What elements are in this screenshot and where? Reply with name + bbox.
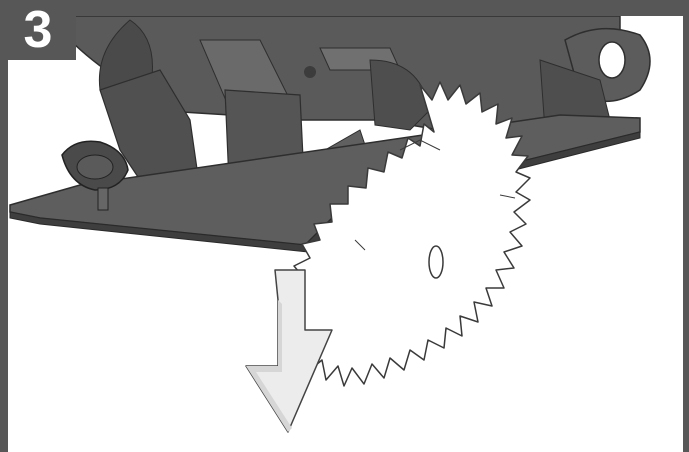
down-arrow-icon [245,269,333,433]
right-frame-border [683,0,689,452]
saw-body-icon [69,15,621,206]
left-frame-border [0,0,8,452]
top-frame-bar [0,0,689,16]
handle-icon [539,27,651,131]
step-number-badge: 3 [0,0,76,60]
saw-blade-icon [289,81,531,387]
depth-knob-icon [61,140,129,211]
step-number-label: 3 [23,1,53,59]
